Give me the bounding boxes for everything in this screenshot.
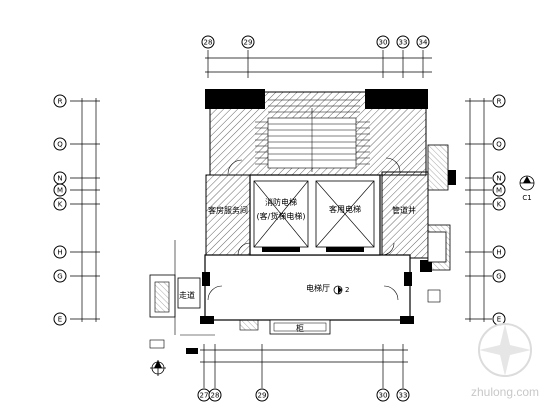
grid-bubble-top-34: 34 bbox=[416, 35, 430, 49]
svg-text:Q: Q bbox=[496, 141, 502, 149]
svg-text:H: H bbox=[57, 249, 62, 257]
svg-text:N: N bbox=[57, 175, 62, 183]
svg-text:28: 28 bbox=[211, 392, 220, 400]
building-walls bbox=[149, 89, 456, 354]
watermark-text: zhulong.com bbox=[471, 385, 539, 399]
right-dimension-lines bbox=[465, 98, 492, 322]
svg-text:H: H bbox=[496, 249, 501, 257]
grid-bubble-bottom-27: 27 bbox=[197, 388, 211, 402]
svg-text:29: 29 bbox=[244, 39, 253, 47]
section-symbol-icon: C1 bbox=[519, 175, 535, 202]
left-dimension-lines bbox=[70, 98, 100, 322]
right-grid-bubbles: R Q N M K H G E bbox=[492, 94, 506, 326]
grid-bubble-top-30: 30 bbox=[376, 35, 390, 49]
grid-bubble-left-R: R bbox=[53, 94, 67, 108]
svg-text:Q: Q bbox=[57, 141, 63, 149]
room-label-fire-elevator-sub: (客/货梯电梯) bbox=[257, 211, 306, 221]
grid-bubble-right-R: R bbox=[492, 94, 506, 108]
svg-text:N: N bbox=[496, 175, 501, 183]
room-label-lobby: 电梯厅 bbox=[306, 283, 330, 293]
svg-text:33: 33 bbox=[399, 392, 408, 400]
watermark: zhulong.com bbox=[471, 323, 539, 399]
svg-text:29: 29 bbox=[258, 392, 267, 400]
grid-bubble-bottom-29: 29 bbox=[255, 388, 269, 402]
lower-left-section-icon bbox=[150, 360, 166, 376]
section-symbol-number: C1 bbox=[522, 194, 531, 202]
svg-text:E: E bbox=[58, 316, 62, 324]
room-label-counter: 柜 bbox=[296, 323, 304, 333]
watermark-logo-icon bbox=[478, 323, 532, 377]
grid-bubble-right-M: M bbox=[492, 183, 506, 197]
top-grid-bubbles: 28 29 30 33 34 bbox=[201, 35, 430, 49]
svg-text:30: 30 bbox=[379, 39, 388, 47]
grid-bubble-right-N: N bbox=[492, 171, 506, 185]
grid-bubble-top-28: 28 bbox=[201, 35, 215, 49]
bottom-dimension-lines bbox=[200, 344, 408, 388]
elevation-marker-icon: 2 bbox=[333, 285, 349, 295]
svg-text:K: K bbox=[58, 201, 63, 209]
grid-bubble-bottom-28: 28 bbox=[208, 388, 222, 402]
svg-text:G: G bbox=[57, 273, 62, 281]
room-label-corridor: 走道 bbox=[179, 290, 195, 300]
svg-text:33: 33 bbox=[399, 39, 408, 47]
grid-bubble-right-G: G bbox=[492, 269, 506, 283]
grid-bubble-left-G: G bbox=[53, 269, 67, 283]
svg-text:27: 27 bbox=[200, 392, 209, 400]
room-label-guest-elevator: 客用电梯 bbox=[329, 204, 361, 214]
grid-bubble-right-H: H bbox=[492, 245, 506, 259]
room-label-shaft: 管道井 bbox=[392, 205, 416, 215]
elevation-number: 2 bbox=[345, 286, 349, 294]
top-dimension-lines bbox=[205, 50, 432, 78]
grid-bubble-right-K: K bbox=[492, 197, 506, 211]
svg-text:G: G bbox=[496, 273, 501, 281]
left-grid-bubbles: R Q N M K H G E bbox=[53, 94, 67, 326]
svg-text:28: 28 bbox=[204, 39, 213, 47]
bottom-grid-bubbles: 27 28 29 30 33 bbox=[197, 388, 410, 402]
svg-text:34: 34 bbox=[419, 39, 428, 47]
grid-bubble-left-E: E bbox=[53, 312, 67, 326]
grid-bubble-left-H: H bbox=[53, 245, 67, 259]
svg-text:R: R bbox=[497, 98, 502, 106]
grid-bubble-bottom-33: 33 bbox=[396, 388, 410, 402]
svg-text:M: M bbox=[57, 187, 63, 195]
svg-text:30: 30 bbox=[379, 392, 388, 400]
grid-bubble-left-Q: Q bbox=[53, 137, 67, 151]
svg-text:E: E bbox=[497, 316, 501, 324]
grid-bubble-top-29: 29 bbox=[241, 35, 255, 49]
room-label-fire-elevator: 消防电梯 bbox=[265, 197, 297, 207]
svg-text:M: M bbox=[496, 187, 502, 195]
grid-bubble-left-K: K bbox=[53, 197, 67, 211]
grid-bubble-left-N: N bbox=[53, 171, 67, 185]
grid-bubble-right-Q: Q bbox=[492, 137, 506, 151]
grid-bubble-left-M: M bbox=[53, 183, 67, 197]
grid-bubble-bottom-30: 30 bbox=[376, 388, 390, 402]
grid-bubble-top-33: 33 bbox=[396, 35, 410, 49]
svg-text:K: K bbox=[497, 201, 502, 209]
svg-text:R: R bbox=[58, 98, 63, 106]
room-label-service: 客房服务间 bbox=[208, 205, 248, 215]
room-labels: 消防电梯 (客/货梯电梯) 客用电梯 电梯厅 客房服务间 管道井 走道 柜 bbox=[179, 197, 416, 333]
